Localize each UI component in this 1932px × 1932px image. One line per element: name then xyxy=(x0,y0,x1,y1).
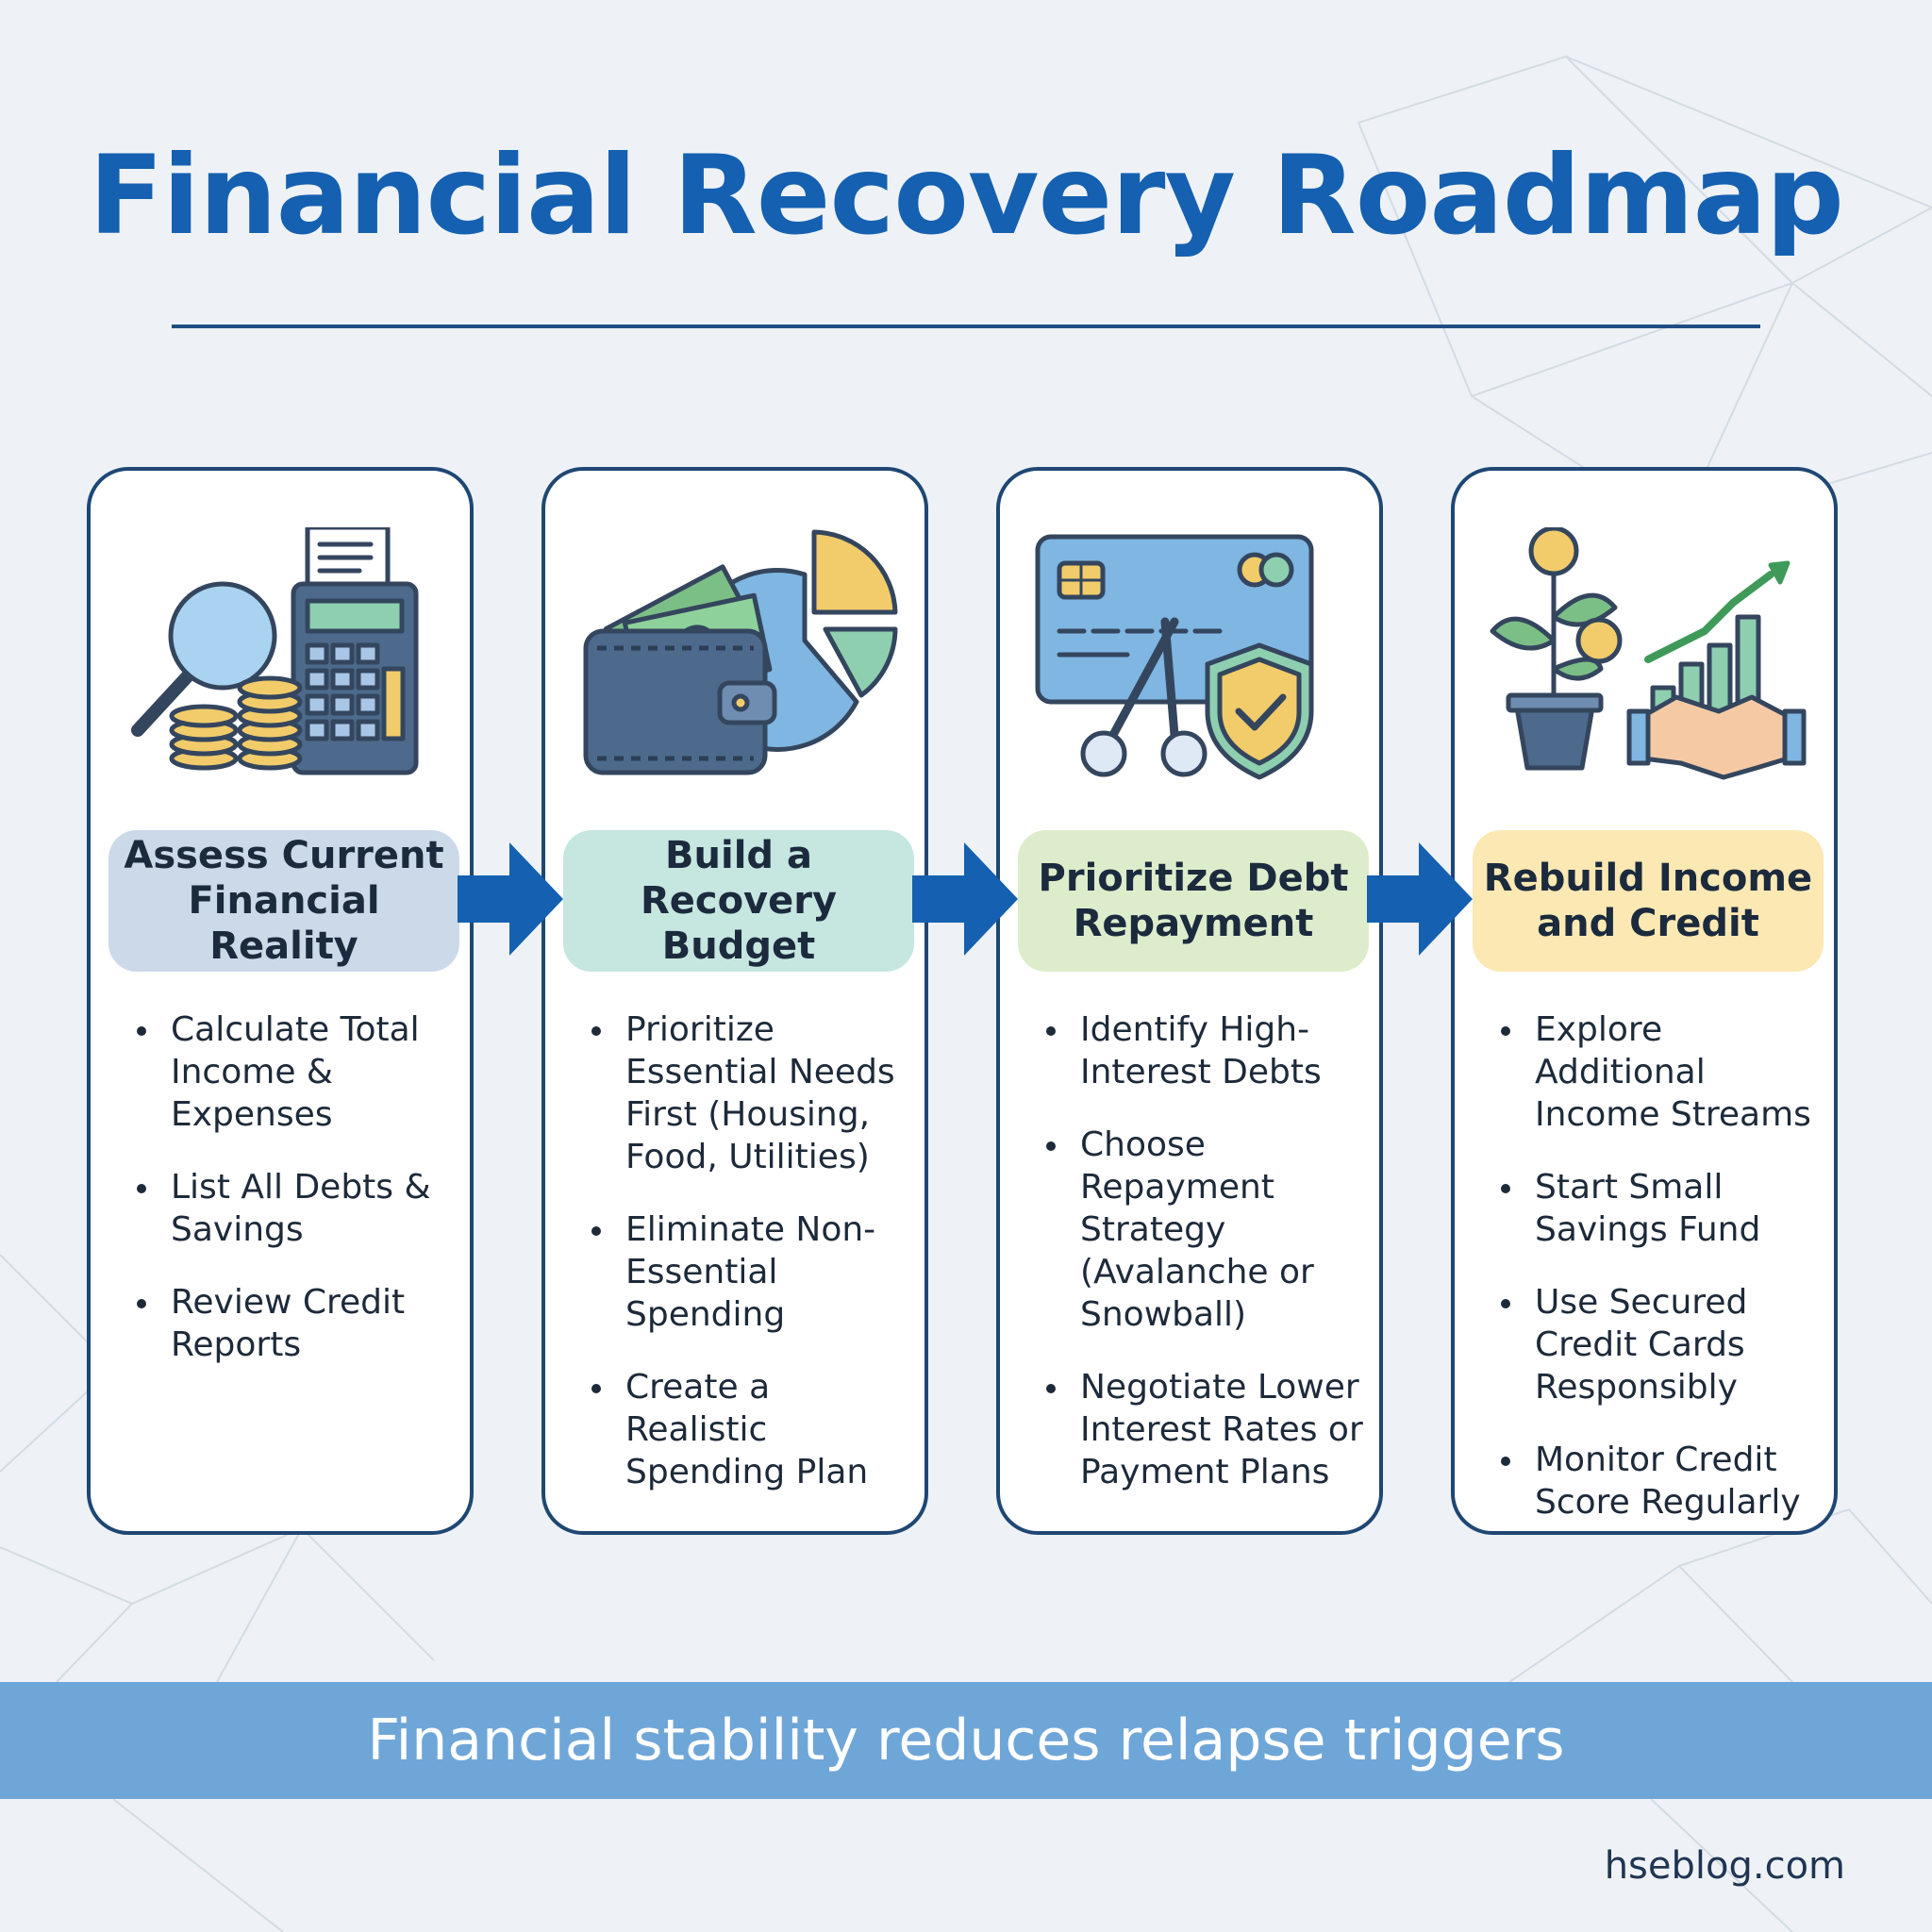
step-label-line: Build a Recovery xyxy=(640,834,838,923)
list-item: Choose Repayment Strategy (Avalanche or … xyxy=(1042,1124,1373,1336)
arrow-right-icon xyxy=(458,842,563,956)
step-bullet-list: Prioritize Essential Needs First (Housin… xyxy=(588,1008,918,1524)
footer-site-name: hseblog.com xyxy=(1604,1844,1845,1888)
list-item: List All Debts & Savings xyxy=(133,1166,454,1251)
arrow-right-icon xyxy=(1367,842,1473,956)
step-card-assess: Calculate Total Income & Expenses List A… xyxy=(87,467,474,1535)
magnifier-calculator-coins-icon xyxy=(131,527,419,775)
step-label-line: Budget xyxy=(661,924,816,968)
list-item: Create a Realistic Spending Plan xyxy=(588,1366,918,1493)
step-card-budget: Prioritize Essential Needs First (Housin… xyxy=(541,467,928,1535)
page-title: Financial Recovery Roadmap xyxy=(89,132,1844,259)
banner-text: Financial stability reduces relapse trig… xyxy=(367,1707,1565,1774)
step-bullet-list: Identify High-Interest Debts Choose Repa… xyxy=(1042,1008,1373,1524)
step-card-debt: Identify High-Interest Debts Choose Repa… xyxy=(996,467,1383,1535)
step-label-line: Financial Reality xyxy=(188,879,380,968)
list-item: Negotiate Lower Interest Rates or Paymen… xyxy=(1042,1366,1373,1493)
arrow-right-icon xyxy=(912,842,1018,956)
list-item: Identify High-Interest Debts xyxy=(1042,1008,1373,1093)
step-bullet-list: Calculate Total Income & Expenses List A… xyxy=(133,1008,454,1396)
credit-card-scissors-shield-icon xyxy=(1035,534,1314,780)
money-plant-growth-handshake-icon xyxy=(1490,527,1807,780)
step-label-line: Assess Current xyxy=(124,834,444,877)
step-card-rebuild: Explore Additional Income Streams Start … xyxy=(1451,467,1838,1535)
title-divider xyxy=(172,325,1760,328)
step-label-line: Repayment xyxy=(1073,902,1314,945)
list-item: Prioritize Essential Needs First (Housin… xyxy=(588,1008,918,1178)
list-item: Review Credit Reports xyxy=(133,1281,454,1366)
list-item: Use Secured Credit Cards Responsibly xyxy=(1497,1281,1827,1408)
bottom-banner: Financial stability reduces relapse trig… xyxy=(0,1682,1932,1799)
list-item: Explore Additional Income Streams xyxy=(1497,1008,1827,1136)
list-item: Start Small Savings Fund xyxy=(1497,1166,1827,1251)
list-item: Monitor Credit Score Regularly xyxy=(1497,1439,1827,1524)
step-label-line: Prioritize Debt xyxy=(1038,857,1349,900)
step-label-line: and Credit xyxy=(1537,902,1759,945)
wallet-cash-pie-chart-icon xyxy=(583,529,898,775)
list-item: Eliminate Non-Essential Spending xyxy=(588,1208,918,1336)
list-item: Calculate Total Income & Expenses xyxy=(133,1008,454,1136)
step-label-line: Rebuild Income xyxy=(1483,857,1813,900)
step-bullet-list: Explore Additional Income Streams Start … xyxy=(1497,1008,1827,1554)
